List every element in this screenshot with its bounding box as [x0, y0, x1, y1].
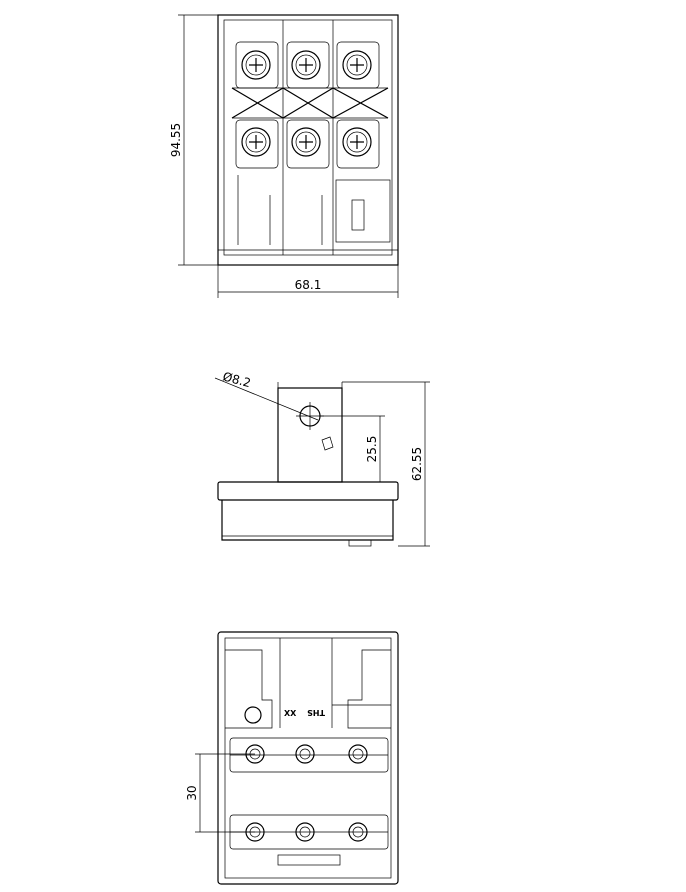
total-height-dimension: 62.55: [410, 447, 424, 481]
width-dimension: 68.1: [295, 278, 322, 292]
marking-ths: THS: [307, 708, 325, 717]
screw-row-bottom: [235, 119, 380, 169]
marking-xx: XX: [284, 709, 297, 718]
terminal-row-bottom: [229, 814, 389, 850]
hole-height-dimension: 25.5: [365, 436, 379, 463]
pitch-dimension: 30: [185, 785, 199, 800]
height-dimension: 94.55: [169, 123, 183, 157]
terminal-row-top: [229, 737, 389, 773]
side-view: Ø8.2 25.5 62.55: [214, 369, 430, 547]
bottom-view: XX THS 30: [185, 631, 399, 885]
screw-row-top: [235, 41, 380, 89]
front-view: 94.55 68.1: [169, 14, 399, 298]
